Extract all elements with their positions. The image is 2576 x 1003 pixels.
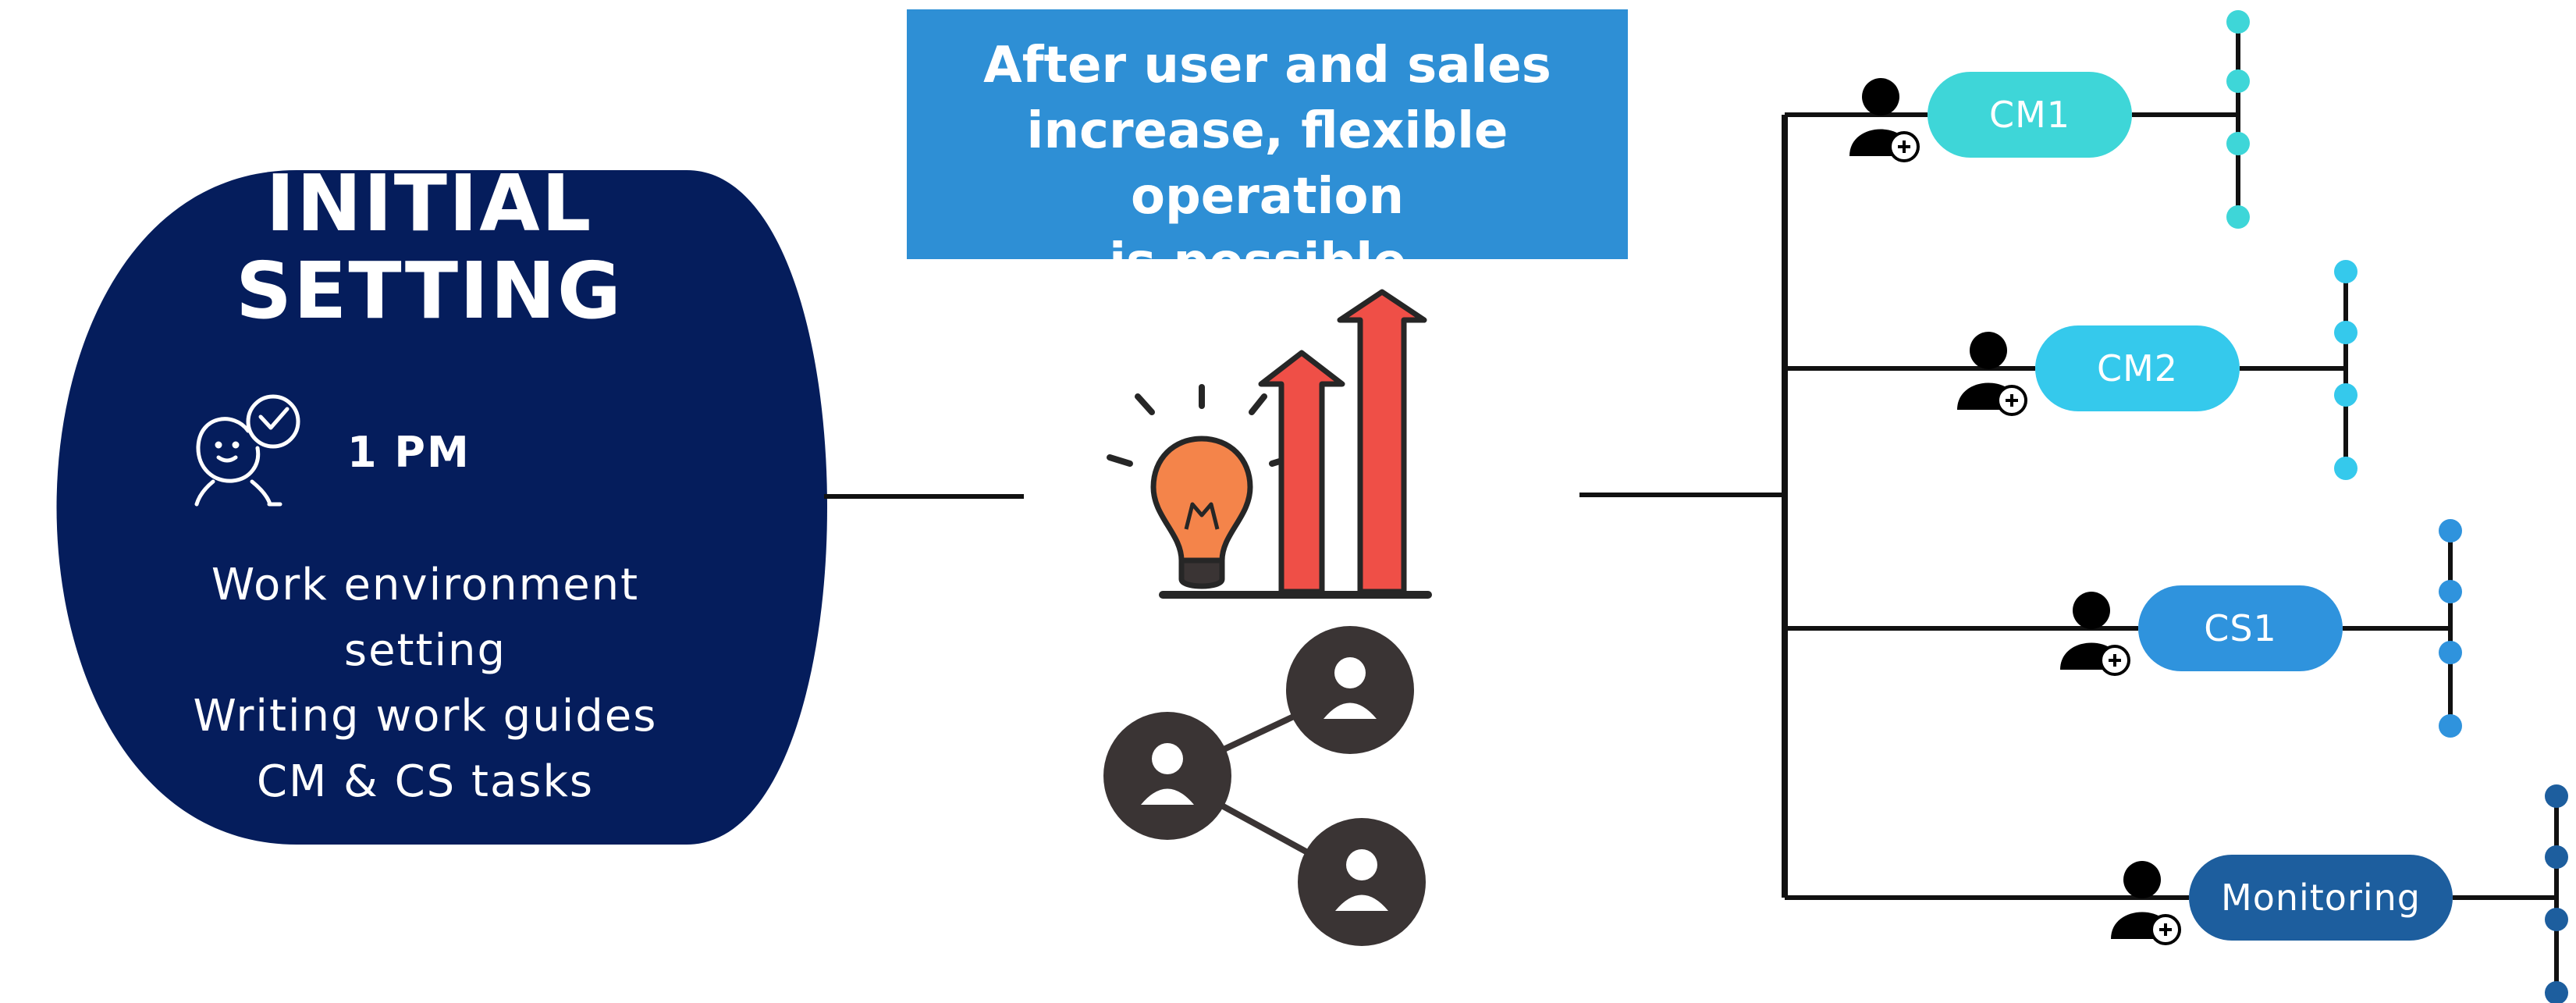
initial-setting-title: INITIAL SETTING (156, 160, 702, 335)
branch-dot-monitoring-3 (2545, 908, 2568, 931)
branch-dot-cm1-3 (2226, 132, 2250, 155)
add-user-icon (1849, 78, 1920, 162)
network-node-1 (1286, 626, 1414, 754)
initial-setting-shape (56, 170, 827, 845)
branch-dot-cm1-2 (2226, 69, 2250, 93)
branch-dot-cs1-1 (2439, 519, 2462, 542)
task-line-1: Work environment (211, 560, 640, 610)
branch-dot-cm2-2 (2334, 321, 2357, 344)
branch-label-monitoring: Monitoring (2221, 877, 2421, 919)
branch-dot-cm2-4 (2334, 457, 2357, 480)
role-label: 1 PM (347, 428, 471, 477)
callout-box (907, 9, 1628, 259)
title-line-1: INITIAL (265, 158, 593, 249)
callout-text: After user and sales increase, flexible … (907, 33, 1628, 295)
branch-dot-monitoring-1 (2545, 784, 2568, 808)
chat-person-check-icon (194, 394, 300, 507)
branch-dot-cm2-1 (2334, 260, 2357, 283)
callout-line-3: is possible. (1109, 233, 1426, 291)
branch-pill-cs1 (2138, 585, 2343, 671)
callout-line-2: increase, flexible operation (1026, 102, 1508, 226)
branch-label-cs1: CS1 (2204, 607, 2277, 649)
network-node-3 (1298, 818, 1426, 946)
branch-dot-cm1-1 (2226, 10, 2250, 34)
task-line-4: CM & CS tasks (256, 756, 595, 807)
add-user-icon (2060, 592, 2130, 676)
branch-dot-cs1-3 (2439, 641, 2462, 664)
user-network-icon (1103, 626, 1426, 946)
add-user-icon (2111, 861, 2181, 945)
add-user-icon (1957, 332, 2027, 416)
branch-pill-cm1 (1928, 72, 2132, 158)
task-list: Work environment setting Writing work gu… (117, 553, 734, 815)
branch-dot-cs1-2 (2439, 580, 2462, 603)
task-line-2: setting (343, 625, 507, 676)
branch-label-cm2: CM2 (2096, 347, 2179, 389)
branch-dot-cm1-4 (2226, 205, 2250, 229)
branch-pill-cm2 (2035, 325, 2240, 411)
lightbulb-growth-icon (1107, 289, 1432, 599)
title-line-2: SETTING (235, 245, 624, 336)
task-line-3: Writing work guides (193, 691, 658, 742)
branch-dot-monitoring-2 (2545, 845, 2568, 869)
branch-dot-monitoring-4 (2545, 981, 2568, 1003)
callout-line-1: After user and sales (983, 37, 1551, 94)
network-node-2 (1103, 712, 1231, 840)
branch-dot-cs1-4 (2439, 714, 2462, 738)
branch-pill-monitoring (2189, 855, 2453, 941)
branch-group (1849, 10, 2568, 1003)
branch-label-cm1: CM1 (1988, 94, 2071, 136)
branch-dot-cm2-3 (2334, 383, 2357, 407)
